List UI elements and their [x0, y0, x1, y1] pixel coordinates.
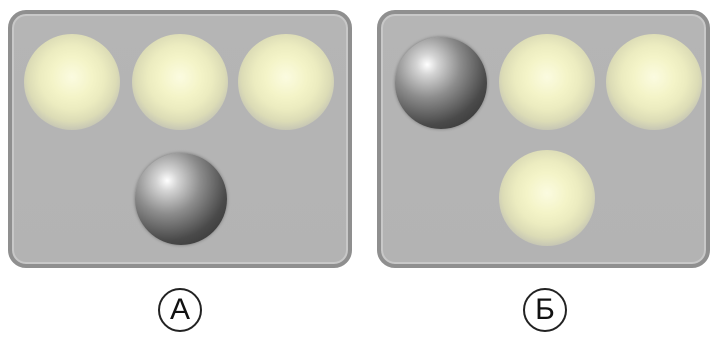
lit-lamp-b-3	[499, 150, 595, 246]
lit-lamp-b-1	[499, 34, 595, 130]
panel-a-label: А	[158, 288, 202, 332]
lit-lamp-a-1	[24, 34, 120, 130]
lit-lamp-a-3	[238, 34, 334, 130]
lit-lamp-a-2	[132, 34, 228, 130]
panel-b-label: Б	[523, 288, 567, 332]
panel-b	[377, 10, 710, 268]
panel-a	[8, 10, 352, 268]
unlit-lamp-b	[395, 37, 487, 129]
lit-lamp-b-2	[606, 34, 702, 130]
unlit-lamp-a	[135, 153, 227, 245]
